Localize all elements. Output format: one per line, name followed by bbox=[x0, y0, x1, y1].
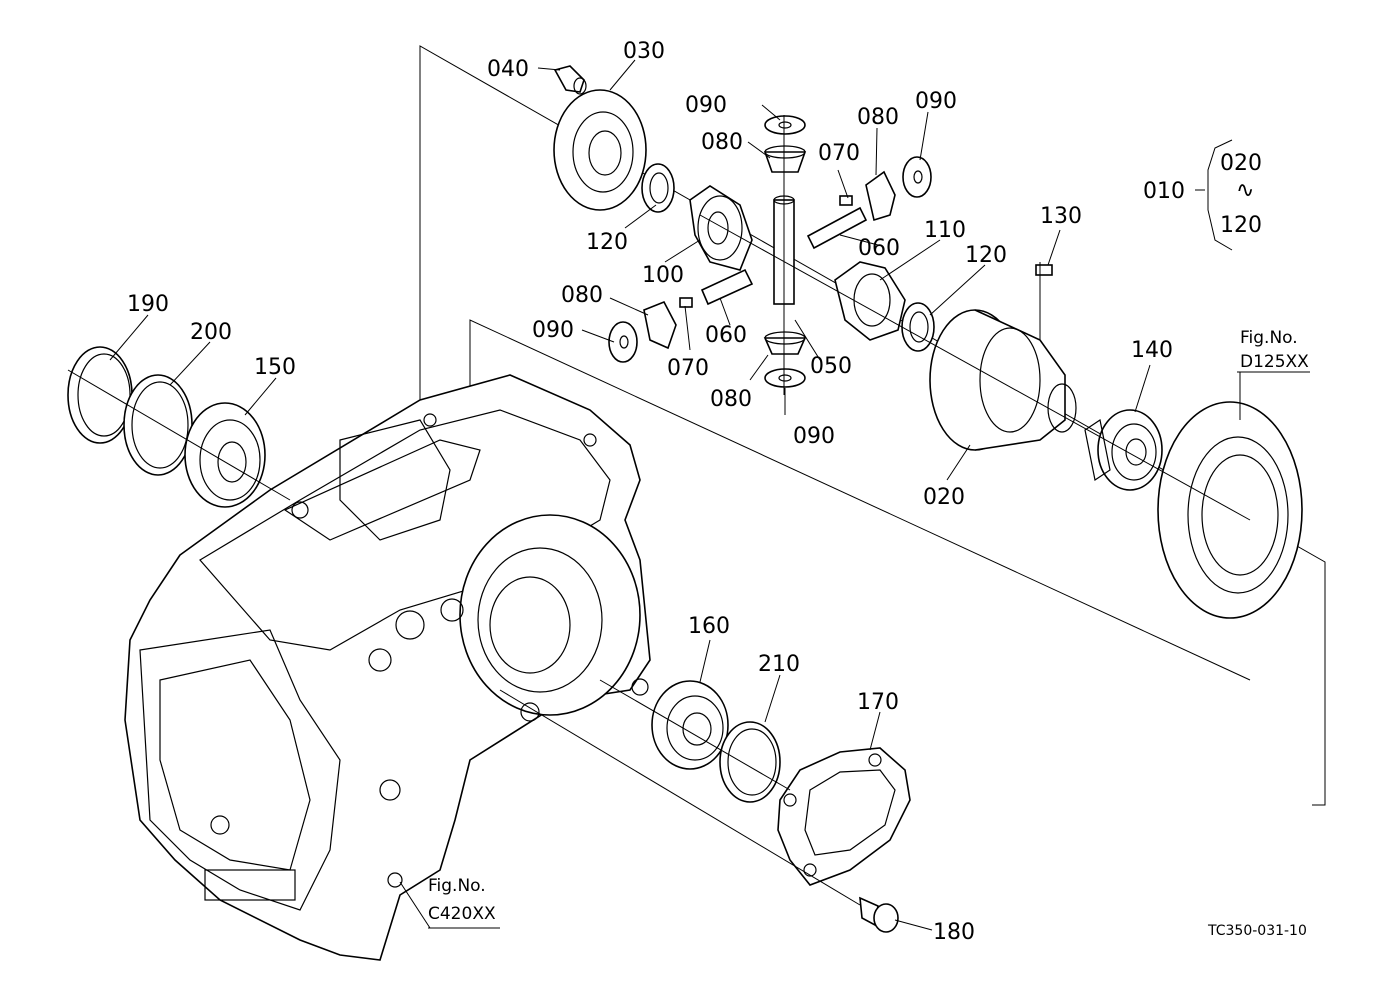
shim-210 bbox=[719, 721, 781, 803]
bolt-180 bbox=[859, 896, 899, 933]
pin-070-top bbox=[839, 195, 853, 206]
callout-080-top: 080 bbox=[701, 130, 743, 155]
callout-030: 030 bbox=[623, 39, 665, 64]
callout-080-bottom: 080 bbox=[710, 387, 752, 412]
callout-160: 160 bbox=[688, 614, 730, 639]
callout-090-top: 090 bbox=[685, 93, 727, 118]
callout-080-left: 080 bbox=[561, 283, 603, 308]
pin-070-left bbox=[679, 297, 693, 308]
oil-seal-200 bbox=[123, 374, 193, 476]
thrust-washer-090-bottom bbox=[764, 368, 806, 388]
callout-140: 140 bbox=[1131, 338, 1173, 363]
pin-130 bbox=[1035, 264, 1053, 276]
callout-020-range: 020 bbox=[1220, 151, 1262, 176]
drawing-code: TC350-031-10 bbox=[1207, 923, 1307, 939]
shaft-060-right bbox=[806, 206, 868, 250]
bearing-140 bbox=[1084, 409, 1163, 491]
callout-130: 130 bbox=[1040, 204, 1082, 229]
callout-050: 050 bbox=[810, 354, 852, 379]
callout-150: 150 bbox=[254, 355, 296, 380]
ring-gear-d125xx bbox=[1157, 401, 1303, 619]
pinion-080-top bbox=[763, 145, 807, 173]
range-brace bbox=[1207, 139, 1233, 251]
callout-170: 170 bbox=[857, 690, 899, 715]
callout-190: 190 bbox=[127, 292, 169, 317]
figure-reference-d125xx: Fig.No. D125XX bbox=[1240, 328, 1309, 372]
callout-040: 040 bbox=[487, 57, 529, 82]
callout-100: 100 bbox=[642, 263, 684, 288]
callouts: 010 020 ∿ 120 020 030 040 050 060 060 07… bbox=[127, 39, 1262, 945]
transmission-case bbox=[124, 374, 651, 961]
bevel-gear-100 bbox=[689, 185, 753, 271]
range-tilde: ∿ bbox=[1236, 178, 1254, 203]
callout-120-right: 120 bbox=[965, 243, 1007, 268]
callout-200: 200 bbox=[190, 320, 232, 345]
bearing-160 bbox=[651, 680, 729, 770]
bevel-gear-110 bbox=[834, 261, 906, 341]
callout-110: 110 bbox=[924, 218, 966, 243]
fig-d-code: D125XX bbox=[1240, 352, 1309, 372]
thrust-washer-090-top bbox=[764, 115, 806, 135]
callout-070-top: 070 bbox=[818, 141, 860, 166]
thrust-washer-090-left bbox=[608, 321, 638, 363]
pinion-080-bottom bbox=[763, 331, 807, 355]
bearing-holder-170 bbox=[777, 747, 911, 886]
fig-c-label: Fig.No. bbox=[428, 876, 486, 896]
fig-c-code: C420XX bbox=[428, 904, 496, 924]
callout-070-bottom: 070 bbox=[667, 356, 709, 381]
callout-090-right: 090 bbox=[915, 89, 957, 114]
diff-case-020 bbox=[929, 309, 1077, 451]
callout-010: 010 bbox=[1143, 179, 1185, 204]
fig-d-label: Fig.No. bbox=[1240, 328, 1298, 348]
callout-180: 180 bbox=[933, 920, 975, 945]
callout-120-range: 120 bbox=[1220, 213, 1262, 238]
callout-090-bottom: 090 bbox=[793, 424, 835, 449]
bearing-cover-030 bbox=[553, 89, 647, 211]
callout-080-right: 080 bbox=[857, 105, 899, 130]
callout-060-right: 060 bbox=[858, 236, 900, 261]
callout-210: 210 bbox=[758, 652, 800, 677]
figure-reference-c420xx: Fig.No. C420XX bbox=[428, 876, 496, 924]
thrust-washer-120-left bbox=[641, 163, 675, 213]
pinion-080-right bbox=[865, 170, 896, 222]
callout-120-left: 120 bbox=[586, 230, 628, 255]
bolt-040 bbox=[553, 65, 587, 95]
callout-090-left: 090 bbox=[532, 318, 574, 343]
callout-020: 020 bbox=[923, 485, 965, 510]
thrust-washer-090-right bbox=[902, 156, 932, 198]
bearing-150 bbox=[184, 402, 266, 508]
shaft-060-left bbox=[700, 268, 754, 306]
circlip-190 bbox=[67, 346, 133, 444]
pinion-080-left bbox=[643, 300, 677, 350]
leader-lines bbox=[109, 59, 1310, 931]
thrust-washer-120-right bbox=[901, 302, 935, 352]
callout-060-left: 060 bbox=[705, 323, 747, 348]
